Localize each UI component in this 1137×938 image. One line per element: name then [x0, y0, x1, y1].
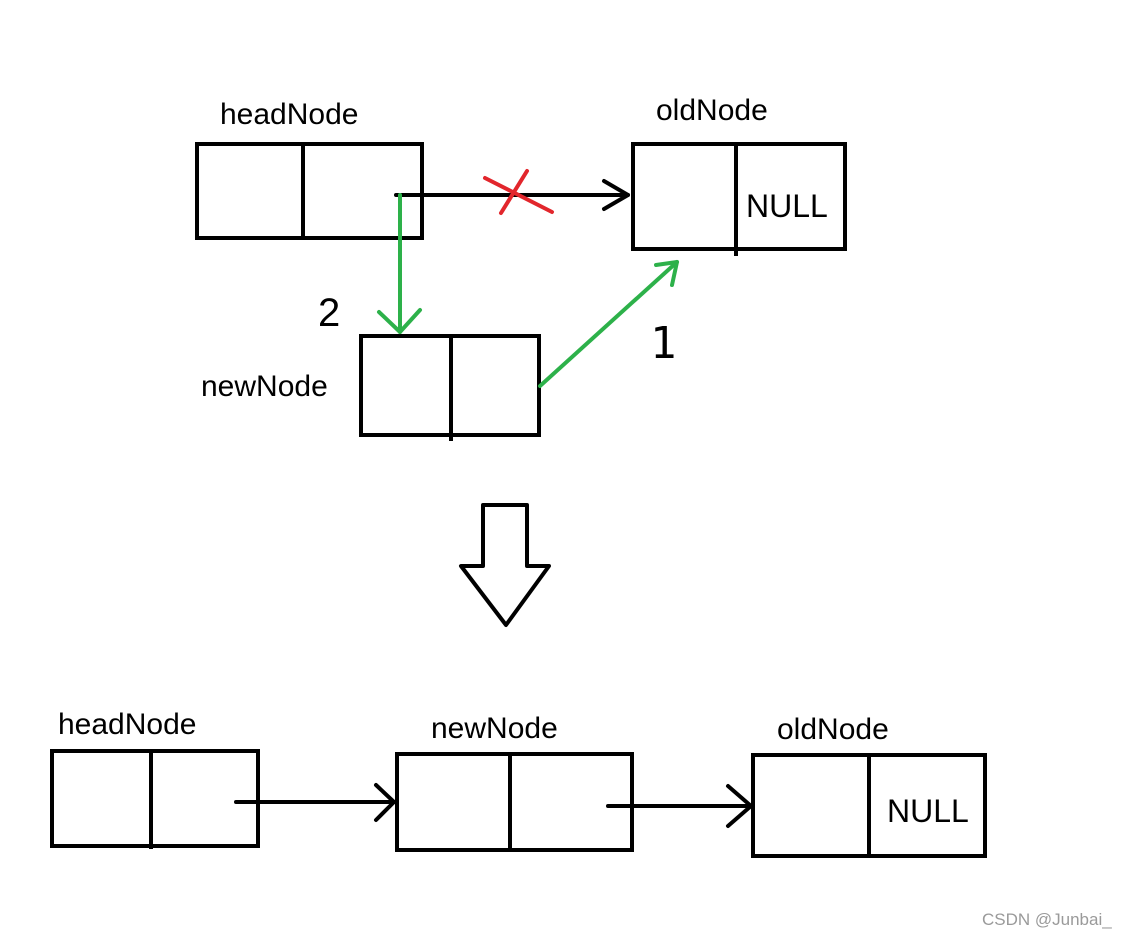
step-1-arrow-line [538, 260, 679, 388]
step-2-arrow [377, 193, 422, 334]
bottom-old-node-null: NULL [887, 793, 969, 829]
transition-down-arrow [459, 503, 551, 627]
top-head-node: headNode [195, 98, 424, 240]
bottom-new-node: newNode [395, 712, 634, 852]
bottom-new-node-label: newNode [431, 712, 558, 745]
cross-mark-stroke-a [483, 176, 554, 214]
watermark: CSDN @Junbai_ [982, 910, 1112, 929]
top-old-node: oldNode NULL [631, 94, 847, 256]
top-old-node-box [631, 142, 847, 251]
step-2-arrowhead [377, 308, 422, 334]
bottom-head-node-box [50, 749, 260, 848]
cross-mark [483, 169, 554, 215]
top-old-node-null: NULL [746, 188, 828, 224]
step-2-number: 2 [318, 291, 340, 335]
bottom-old-node-label: oldNode [777, 713, 889, 746]
bottom-link-new-to-old [606, 784, 753, 828]
bottom-head-node-label: headNode [58, 708, 196, 741]
top-head-node-label: headNode [220, 98, 358, 131]
bottom-new-node-box [395, 752, 634, 852]
removed-link-arrowhead [602, 179, 630, 211]
bottom-head-node: headNode [50, 708, 260, 849]
top-head-node-box [195, 142, 424, 240]
step-1-arrow [538, 260, 679, 388]
cross-mark-stroke-b [499, 169, 529, 215]
top-new-node: newNode [201, 334, 541, 441]
step-1-arrowhead [654, 260, 679, 287]
top-old-node-label: oldNode [656, 94, 768, 127]
bottom-link-head-to-new-arrowhead [374, 783, 396, 822]
bottom-link-head-to-new [234, 783, 396, 822]
step-1-number: 1 [650, 318, 677, 369]
bottom-old-node: oldNode NULL [751, 713, 987, 858]
bottom-link-new-to-old-arrowhead [726, 784, 753, 828]
top-new-node-label: newNode [201, 370, 328, 403]
